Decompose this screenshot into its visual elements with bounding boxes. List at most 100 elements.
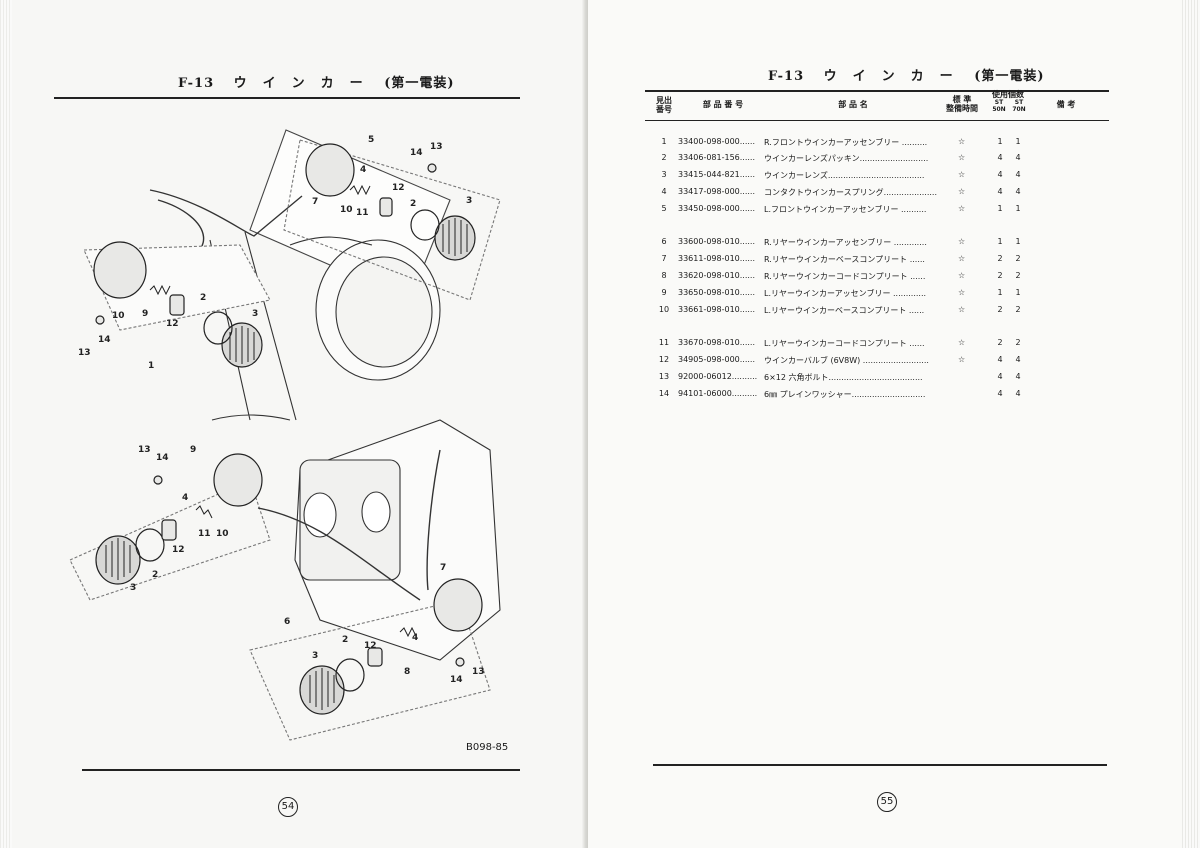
table-row: 14 94101-06000.......... 6㎜ プレインワッシャー...… [652,386,1104,402]
callout-2: 2 [410,199,416,209]
front-right-housing [305,143,355,197]
page-edge-right [1182,0,1200,848]
table-row: 10 33661-098-010...... L.リヤーウインカーベースコンプリ… [652,302,1104,318]
callout-4c: 4 [412,633,418,643]
rear-tail-lens-right [361,491,391,533]
header-part-name: 部 品 名 [838,100,868,109]
callout-3d: 3 [312,651,318,661]
callout-6: 6 [284,617,290,627]
row-part-no: 33611-098-010...... [678,254,756,263]
row-no: 5 [661,204,667,213]
row-part-no: 33450-098-000...... [678,204,756,213]
rear-body-block [299,459,401,581]
row-part-name: R.リヤーウインカーコードコンプリート ...... [764,272,926,281]
header-ref-no: 見出 番号 [656,96,672,114]
right-footer-rule [653,764,1107,766]
rear-right-bulb [367,647,383,667]
row-qty-50n: 4 [997,355,1003,364]
row-no: 4 [661,187,667,196]
callout-14d: 14 [450,675,463,685]
row-part-no: 33670-098-010...... [678,338,756,347]
table-row: 7 33611-098-010...... R.リヤーウインカーベースコンプリー… [652,251,1104,267]
row-qty-70n: 4 [1015,355,1021,364]
row-qty-70n: 1 [1015,288,1021,297]
callout-7b: 7 [440,563,446,573]
title-suffix-right: (第一電装) [974,69,1045,84]
callout-12c: 12 [172,545,185,555]
row-no: 13 [658,372,670,381]
callout-7: 7 [312,197,318,207]
page-edge-left [0,0,12,848]
row-qty-50n: 1 [997,237,1003,246]
rear-lens-ribs [105,538,335,710]
callout-4: 4 [360,165,366,175]
front-left-gasket [203,311,233,345]
row-qty-50n: 1 [997,288,1003,297]
table-row: 8 33620-098-010...... R.リヤーウインカーコードコンプリー… [652,268,1104,284]
row-part-no: 33661-098-010...... [678,305,756,314]
title-kana-right: ウインカー [823,69,969,84]
row-part-no: 33620-098-010...... [678,271,756,280]
callout-14c: 14 [156,453,169,463]
row-no: 1 [661,137,667,146]
row-no: 11 [658,338,670,347]
callout-13c: 13 [138,445,151,455]
front-right-box [283,139,501,301]
row-part-name: R.リヤーウインカーベースコンプリート ...... [764,255,925,264]
row-no: 8 [661,271,667,280]
row-no: 6 [661,237,667,246]
row-std-mark: ☆ [958,338,966,347]
row-qty-50n: 4 [997,187,1003,196]
row-qty-70n: 4 [1015,372,1021,381]
table-header-rule [645,120,1109,121]
row-part-no: 33650-098-010...... [678,288,756,297]
row-no: 10 [658,305,670,314]
callout-2c: 2 [152,570,158,580]
rear-washer [153,475,163,485]
row-no: 12 [658,355,670,364]
row-qty-50n: 2 [997,254,1003,263]
front-right-gasket [410,209,440,241]
callout-13b: 13 [78,348,91,358]
row-std-mark: ☆ [958,204,966,213]
table-row: 4 33417-098-000...... コンタクトウインカースプリング...… [652,184,1104,200]
springs [149,184,417,638]
callout-12d: 12 [364,641,377,651]
callout-10b: 10 [112,311,125,321]
row-part-name: ウインカーレンズ................................… [764,171,925,180]
rear-washer-2 [455,657,465,667]
rear-tail-lens-left [303,492,337,538]
callout-13: 13 [430,142,443,152]
parts-table-header: 見出 番号 部 品 番 号 部 品 名 標 準 整備時間 使用個数 ST 50N… [652,90,1104,120]
rear-left-box [69,479,271,601]
table-row: 5 33450-098-000...... L.フロントウインカーアッセンブリー… [652,201,1104,217]
rear-left-housing [213,453,263,507]
header-std-time: 標 準 整備時間 [946,95,978,113]
table-row: 12 34905-098-000...... ウインカーバルブ (6V8W) .… [652,352,1104,368]
callout-5: 5 [368,135,374,145]
table-row: 9 33650-098-010...... L.リヤーウインカーアッセンブリー … [652,285,1104,301]
row-no: 14 [658,389,670,398]
row-no: 7 [661,254,667,263]
row-part-name: L.フロントウインカーアッセンブリー .......... [764,205,927,214]
row-part-name: ウインカーレンズパッキン........................... [764,154,929,163]
front-left-housing [93,241,147,299]
front-left-bulb [169,294,185,316]
row-qty-70n: 4 [1015,389,1021,398]
row-no: 3 [661,170,667,179]
left-footer-rule [82,769,520,771]
callout-4b: 4 [182,493,188,503]
row-std-mark: ☆ [958,271,966,280]
row-part-no: 33400-098-000...... [678,137,756,146]
callout-12: 12 [392,183,405,193]
row-part-no: 33415-044-821...... [678,170,756,179]
row-std-mark: ☆ [958,288,966,297]
callout-3c: 3 [130,583,136,593]
row-std-mark: ☆ [958,153,966,162]
title-code: F-13 [178,76,215,91]
title-kana: ウインカー [233,76,379,91]
rear-left-gasket [135,528,165,562]
right-page-title: F-13 ウインカー (第一電装) [768,65,1045,84]
row-qty-50n: 4 [997,389,1003,398]
